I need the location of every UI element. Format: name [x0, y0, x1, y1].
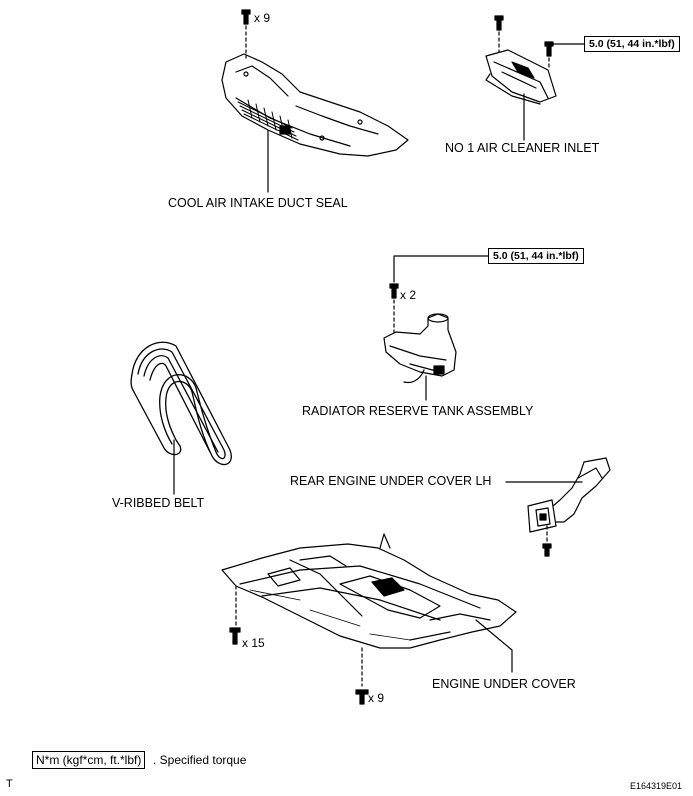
- cover-bolt-icon: [355, 689, 369, 705]
- seal-clip-count: x 9: [254, 11, 271, 25]
- air-cleaner-inlet-label: NO 1 AIR CLEANER INLET: [445, 141, 600, 155]
- inlet-clip-icon: [494, 15, 504, 31]
- engine-under-cover-drawing: [221, 533, 517, 649]
- radiator-reserve-tank-drawing: [383, 313, 457, 384]
- inlet-bolt-icon: [544, 41, 554, 57]
- rear-engine-under-cover-label: REAR ENGINE UNDER COVER LH: [290, 474, 492, 488]
- footer-mark: T: [6, 778, 13, 790]
- figure-code: E164319E01: [630, 781, 683, 791]
- tank-torque-leader: [393, 255, 489, 283]
- cool-air-intake-duct-seal-drawing: [221, 53, 409, 157]
- legend-description: . Specified torque: [153, 753, 247, 767]
- inlet-torque-spec: 5.0 (51, 44 in.*lbf): [584, 36, 680, 52]
- tank-bolt-icon: [389, 283, 399, 299]
- cover-bolt-count: x 9: [368, 691, 385, 705]
- cool-air-intake-duct-seal-label: COOL AIR INTAKE DUCT SEAL: [168, 196, 348, 210]
- rear-engine-under-cover-drawing: [527, 457, 611, 533]
- torque-unit-legend: N*m (kgf*cm, ft.*lbf): [32, 751, 146, 769]
- cover-clip-count: x 15: [242, 636, 265, 650]
- rear-cover-bolt-icon: [542, 543, 552, 557]
- radiator-reserve-tank-label: RADIATOR RESERVE TANK ASSEMBLY: [302, 404, 534, 418]
- tank-bolt-count: x 2: [400, 288, 417, 302]
- air-cleaner-inlet-drawing: [485, 49, 557, 105]
- engine-under-cover-label: ENGINE UNDER COVER: [432, 677, 576, 691]
- v-ribbed-belt-label: V-RIBBED BELT: [112, 496, 205, 510]
- seal-clip-icon: [241, 9, 251, 25]
- cover-clip-icon: [229, 627, 241, 645]
- tank-torque-spec: 5.0 (51, 44 in.*lbf): [488, 248, 584, 264]
- v-ribbed-belt-drawing: [130, 341, 232, 466]
- engine-cover-leader: [475, 619, 513, 673]
